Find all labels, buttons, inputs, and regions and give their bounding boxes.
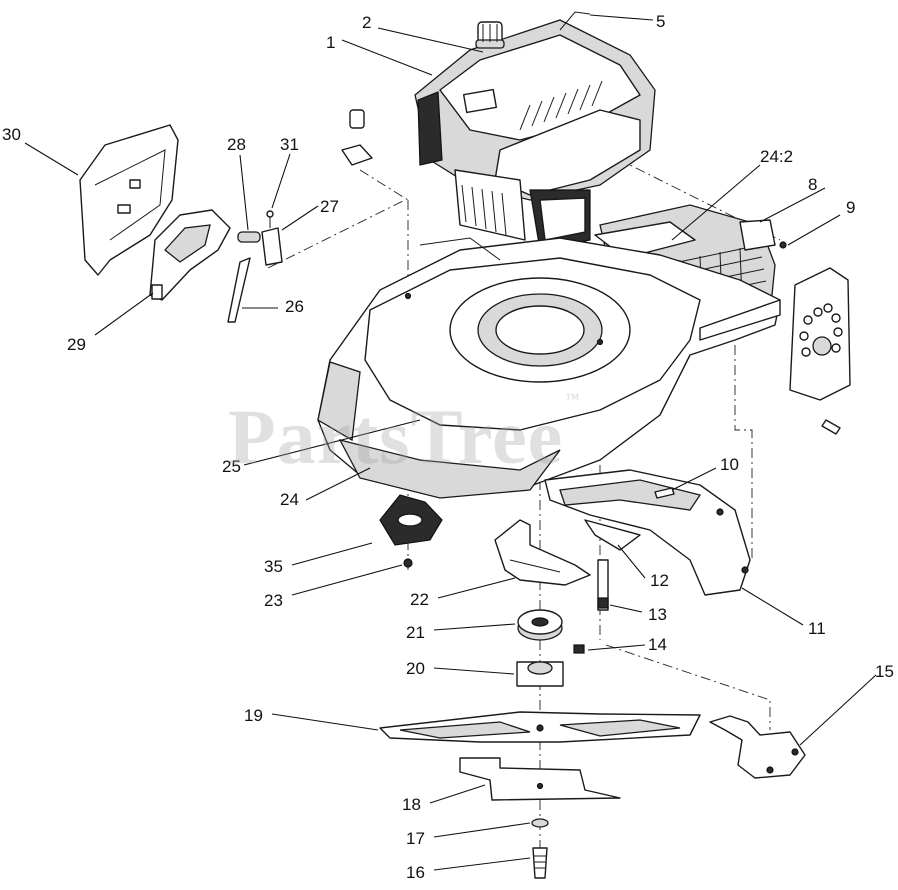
engine	[414, 19, 656, 251]
mulch-plate	[459, 757, 621, 801]
callout-10: 10	[720, 455, 739, 474]
callout-21: 21	[406, 623, 425, 642]
callout-16: 16	[406, 863, 425, 882]
rear-flap	[149, 209, 231, 301]
callout-11: 11	[808, 619, 826, 638]
callout-28: 28	[227, 135, 246, 154]
callout-27: 27	[320, 197, 339, 216]
bearing-housing	[379, 494, 443, 546]
rear-door	[79, 124, 179, 276]
washer	[531, 818, 549, 828]
callout-12: 12	[650, 571, 669, 590]
engine-lower-fins	[461, 184, 507, 236]
callout-13: 13	[648, 605, 667, 624]
leader-lines	[24, 14, 877, 871]
set-screw	[573, 644, 585, 654]
callout-23: 23	[264, 591, 283, 610]
callout-26: 26	[285, 297, 304, 316]
callout-18: 18	[402, 795, 421, 814]
belt-cover	[544, 469, 751, 596]
callout-35: 35	[264, 557, 283, 576]
deck-drive-bracket	[494, 519, 591, 586]
callout-17: 17	[406, 829, 425, 848]
blade-adapter	[516, 661, 564, 687]
callout-8: 8	[808, 175, 817, 194]
callout-5: 5	[656, 12, 665, 31]
oil-fill-cap	[475, 21, 505, 49]
mower-deck	[317, 237, 781, 499]
callout-24: 24	[280, 490, 299, 509]
callout-19: 19	[244, 706, 263, 725]
shaft-pin	[597, 559, 609, 611]
spark-plug-wire	[559, 11, 591, 31]
callout-30: 30	[2, 125, 21, 144]
callout-2: 2	[362, 13, 371, 32]
callout-15: 15	[875, 662, 894, 681]
callout-9: 9	[846, 198, 855, 217]
engine-cooling-fins	[519, 80, 603, 131]
callout-14: 14	[648, 635, 667, 654]
adjuster-holes	[799, 303, 843, 357]
callout-22: 22	[410, 590, 429, 609]
bearing	[517, 609, 563, 641]
callout-1: 1	[326, 33, 335, 52]
hinge-assembly	[227, 210, 283, 323]
nut	[403, 558, 413, 568]
callout-29: 29	[67, 335, 86, 354]
callout-labels: 1 2 5 30 28 31 27 24:2 8 9 26 29 25 24 1…	[2, 12, 894, 882]
blade	[379, 711, 701, 743]
primer-bulb	[341, 109, 373, 166]
callout-20: 20	[406, 659, 425, 678]
drive-bracket	[709, 715, 806, 779]
callout-24-2: 24:2	[760, 147, 793, 166]
callout-31: 31	[280, 135, 299, 154]
height-adjuster-plate	[789, 267, 851, 435]
blade-bolt	[532, 847, 548, 879]
callout-25: 25	[222, 457, 241, 476]
